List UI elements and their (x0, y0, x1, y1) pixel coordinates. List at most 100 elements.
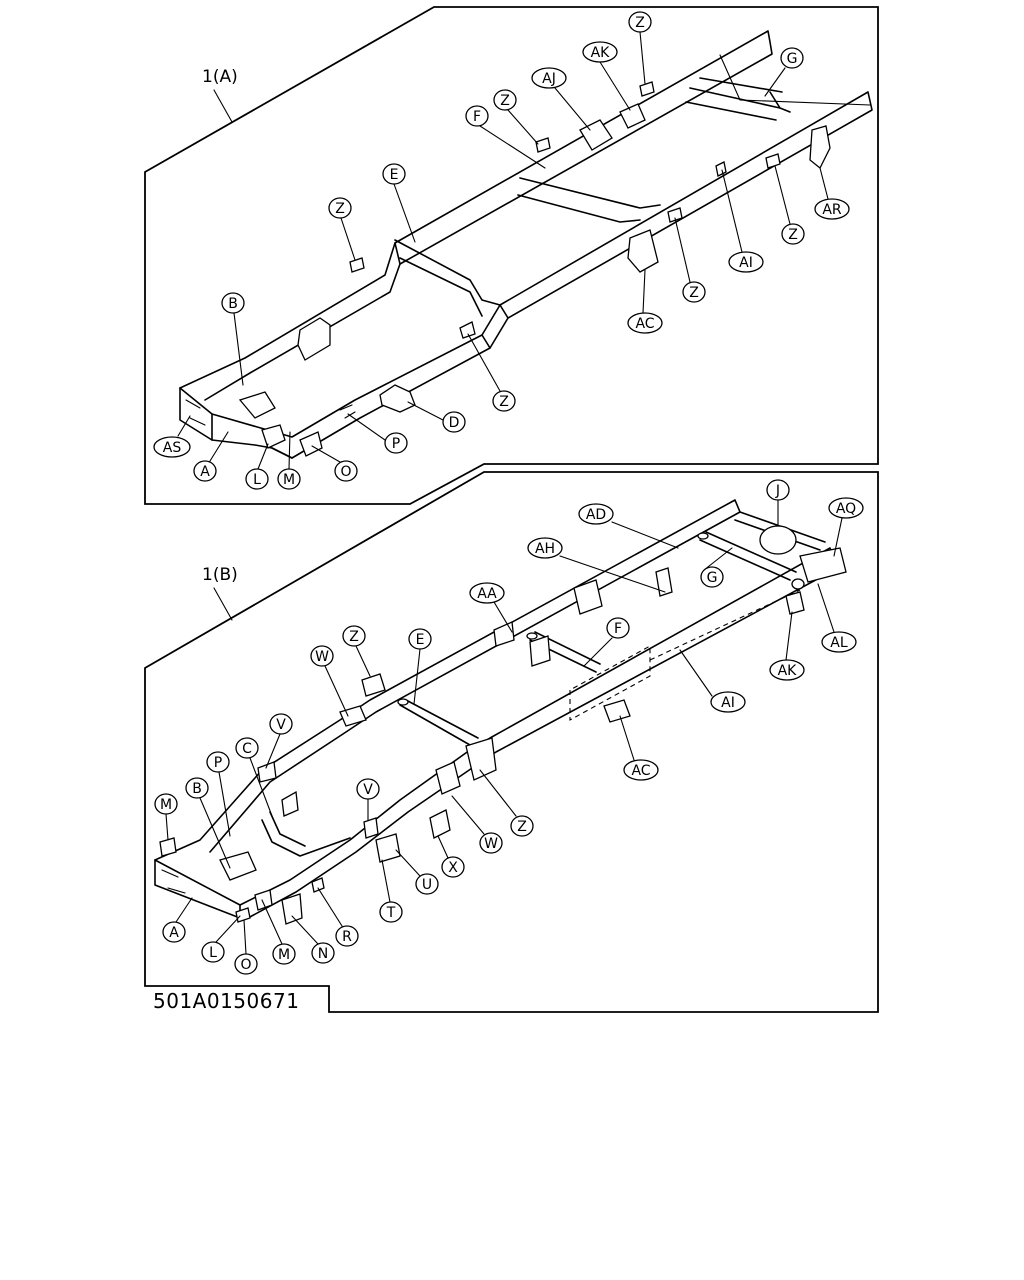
svg-text:J: J (775, 483, 780, 499)
callout: AR (814, 167, 850, 220)
svg-text:X: X (448, 860, 458, 876)
panel-1b: 1(B) (144, 471, 879, 1013)
callout: R (317, 887, 359, 947)
callout: AQ (828, 497, 864, 557)
svg-text:AK: AK (591, 45, 611, 61)
callout: U (395, 849, 439, 895)
callout: AI (679, 649, 746, 713)
callout: AL (817, 583, 857, 653)
callout: E (382, 163, 416, 243)
svg-text:M: M (160, 797, 172, 813)
svg-text:AR: AR (822, 202, 842, 218)
svg-text:V: V (363, 782, 373, 798)
svg-text:N: N (318, 946, 328, 962)
callout: A (162, 897, 193, 943)
svg-text:R: R (342, 929, 352, 945)
callout: O (234, 919, 258, 975)
svg-text:Z: Z (349, 629, 359, 645)
svg-text:F: F (614, 621, 622, 637)
callout: D (407, 401, 466, 433)
callout: L (201, 915, 241, 963)
svg-text:W: W (315, 649, 329, 665)
callout: AD (578, 503, 679, 549)
svg-text:Z: Z (788, 227, 798, 243)
svg-text:P: P (214, 755, 222, 771)
panel-1b-frame (144, 471, 879, 1013)
svg-text:B: B (228, 296, 238, 312)
callout: AC (627, 269, 663, 334)
callout: O (311, 445, 358, 482)
svg-text:AD: AD (586, 507, 606, 523)
svg-text:F: F (473, 109, 481, 125)
callout: Z (328, 197, 356, 261)
svg-text:AI: AI (721, 695, 735, 711)
panel-1b-leader (213, 587, 233, 621)
panel-1a-label: 1(A) (202, 67, 238, 87)
callout: F (465, 105, 546, 169)
svg-text:Z: Z (335, 201, 345, 217)
callout: G (764, 47, 804, 97)
svg-text:O: O (240, 957, 251, 973)
callout: Z (774, 165, 805, 245)
callout: C (235, 737, 273, 817)
panel-1a-leader (213, 89, 233, 123)
svg-text:AC: AC (631, 763, 650, 779)
callout: P (347, 413, 408, 454)
svg-text:T: T (386, 905, 396, 921)
svg-text:AH: AH (535, 541, 555, 557)
callout: X (437, 835, 465, 878)
panel-1b-label: 1(B) (202, 565, 238, 585)
callout: M (277, 431, 301, 490)
callout: P (206, 751, 231, 837)
svg-text:M: M (278, 947, 290, 963)
svg-text:AK: AK (778, 663, 798, 679)
callout: B (185, 777, 231, 869)
svg-text:V: V (276, 717, 286, 733)
callout: AC (619, 715, 659, 781)
svg-text:AQ: AQ (836, 501, 856, 517)
callout: Z (467, 333, 516, 412)
svg-text:E: E (416, 632, 425, 648)
svg-text:O: O (340, 464, 351, 480)
svg-text:AJ: AJ (542, 71, 556, 87)
svg-text:L: L (209, 945, 217, 961)
svg-text:Z: Z (499, 394, 509, 410)
svg-text:P: P (392, 436, 400, 452)
svg-text:Z: Z (635, 15, 645, 31)
callout: W (451, 795, 503, 854)
svg-text:AA: AA (477, 586, 497, 602)
callout: M (154, 793, 178, 841)
callout: M (261, 899, 296, 965)
figure-code: 501A0150671 (153, 989, 299, 1013)
callout: Z (628, 11, 652, 85)
callout: J (766, 479, 790, 527)
svg-text:A: A (169, 925, 179, 941)
svg-text:G: G (787, 51, 798, 67)
callout: A (193, 431, 229, 482)
svg-text:E: E (390, 167, 399, 183)
svg-text:U: U (422, 877, 432, 893)
callout: AH (527, 537, 666, 593)
callout: V (265, 713, 293, 769)
svg-text:A: A (200, 464, 210, 480)
callout: AK (582, 41, 631, 111)
callout: V (356, 778, 380, 821)
callout: AA (469, 582, 513, 633)
callout: F (583, 617, 630, 667)
panel-1a-frame (144, 6, 879, 505)
callout: E (408, 628, 432, 705)
svg-text:L: L (253, 472, 261, 488)
callout: T (379, 859, 403, 923)
svg-text:D: D (449, 415, 460, 431)
callout: AI (721, 169, 764, 273)
svg-text:W: W (484, 836, 498, 852)
callout: W (310, 645, 349, 717)
svg-text:M: M (283, 472, 295, 488)
panel-1b-frame-drawing (154, 499, 847, 925)
panel-1a-frame-drawing (179, 30, 873, 459)
svg-text:Z: Z (500, 93, 510, 109)
callout: Z (674, 217, 706, 303)
callout: AS (153, 415, 191, 458)
svg-text:AI: AI (739, 255, 753, 271)
